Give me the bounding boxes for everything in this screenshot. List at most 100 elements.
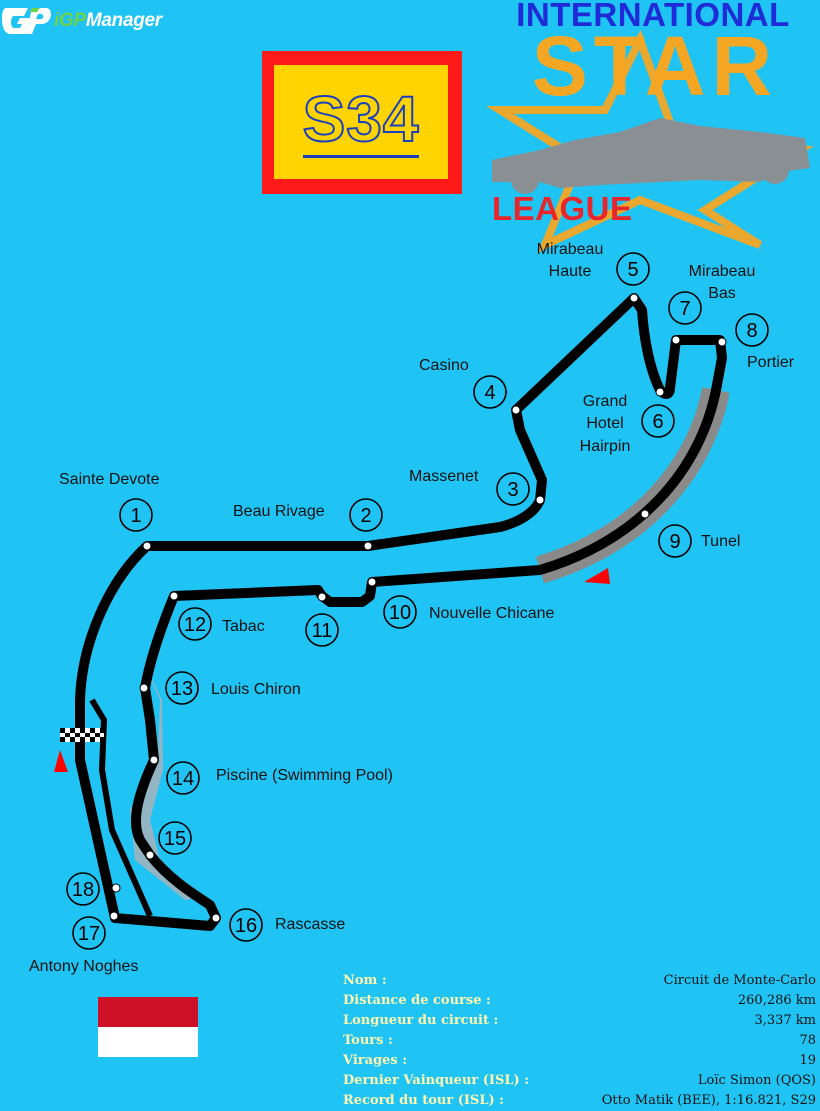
corner-circle [305,613,339,647]
league-title-bottom: LEAGUE [492,190,633,227]
corner-circle [668,291,702,325]
corner-number-15: 15 [158,821,192,855]
info-value: Otto Matik (BEE), 1:16.821, S29 [601,1092,816,1108]
info-key: Record du tour (ISL) : [343,1092,504,1108]
corner-label-4: Casino [419,357,469,374]
corner-number-text: 18 [72,879,94,901]
track-line [75,293,727,931]
info-key: Tours : [343,1032,393,1048]
corner-label-12: Tabac [222,618,265,635]
corner-number-8: 8 [735,313,769,347]
corner-number-5: 5 [616,252,650,286]
season-badge-inner: S34 [274,65,448,179]
logo-text-prefix: iGP [54,10,86,31]
corner-number-text: 4 [484,382,495,404]
gp-logo-icon [1,2,52,40]
info-value: 78 [799,1032,816,1048]
corner-circle [158,821,192,855]
corner-label-2: Beau Rivage [233,503,325,520]
info-row-lap-record: Record du tour (ISL) : Otto Matik (BEE),… [343,1090,816,1110]
info-row-turns: Virages : 19 [343,1050,816,1070]
corner-number-text: 1 [130,505,141,527]
corner-circle [229,908,263,942]
corner-label-6-line3: Hairpin [579,437,631,455]
corner-number-text: 13 [171,678,193,700]
corner-number-16: 16 [229,908,263,942]
corner-label-5-line2: Haute [548,263,592,281]
info-row-last-winner: Dernier Vainqueur (ISL) : Loïc Simon (QO… [343,1070,816,1090]
info-row-name: Nom : Circuit de Monte-Carlo [343,970,816,990]
corner-circle [178,607,212,641]
corner-number-4: 4 [473,375,507,409]
igp-manager-logo: iGPManager [1,2,162,40]
flag-white-stripe [98,1027,198,1057]
corner-label-8: Portier [747,354,795,371]
season-label: S34 [302,86,420,158]
corner-number-text: 16 [235,915,257,937]
corner-circle [735,313,769,347]
league-title-top: INTERNATIONAL [516,0,790,33]
corner-label-5: Mirabeau Haute [530,239,610,284]
info-row-laps: Tours : 78 [343,1030,816,1050]
corner-circle [349,498,383,532]
runoff-area [130,655,195,900]
corner-number-text: 17 [78,923,100,945]
circuit-info-table: Nom : Circuit de Monte-Carlo Distance de… [343,970,816,1110]
corner-label-7-line1: Mirabeau [688,263,756,280]
corner-number-12: 12 [178,607,212,641]
corner-number-text: 3 [507,479,518,501]
corner-number-11: 11 [305,613,339,647]
info-value: 19 [799,1052,816,1068]
corner-number-text: 14 [172,768,194,790]
corner-circle [165,671,199,705]
flag-red-stripe [98,997,198,1027]
info-value: Loïc Simon (QOS) [697,1072,816,1088]
pit-lane [89,698,153,918]
corner-number-1: 1 [119,498,153,532]
corner-label-9: Tunel [701,533,741,550]
corner-label-3: Massenet [409,468,479,485]
corner-label-10: Nouvelle Chicane [429,605,555,622]
corner-circle [658,524,692,558]
corner-label-7-line2: Bas [708,285,736,303]
logo-text-suffix: Manager [85,10,162,31]
corner-circle [616,252,650,286]
info-row-circuit-length: Longueur du circuit : 3,337 km [343,1010,816,1030]
corner-number-text: 9 [669,531,680,553]
info-value: 3,337 km [754,1012,816,1028]
corner-number-text: 6 [652,411,663,433]
corner-label-16: Rascasse [275,916,346,933]
corner-label-13: Louis Chiron [211,681,301,698]
corner-circle [383,595,417,629]
info-key: Longueur du circuit : [343,1012,499,1028]
corner-number-text: 12 [184,614,206,636]
league-title-middle: STAR [531,19,779,113]
monaco-flag [98,997,198,1057]
corner-number-text: 10 [389,602,411,624]
corner-number-17: 17 [72,916,106,950]
corner-number-text: 2 [360,505,371,527]
corner-circle [473,375,507,409]
corner-label-6: Grand Hotel Hairpin [570,391,640,458]
corner-points [109,293,727,923]
corner-circle [166,761,200,795]
corner-label-1: Sainte Devote [59,471,160,488]
start-finish-line [60,728,104,742]
corner-number-18: 18 [66,872,100,906]
corner-number-3: 3 [496,472,530,506]
corner-label-7: Mirabeau Bas [682,261,762,306]
corner-number-10: 10 [383,595,417,629]
info-key: Distance de course : [343,992,491,1008]
corner-number-text: 7 [679,298,690,320]
corner-number-2: 2 [349,498,383,532]
corner-number-14: 14 [166,761,200,795]
info-row-race-distance: Distance de course : 260,286 km [343,990,816,1010]
season-badge: S34 [262,51,462,194]
corner-label-6-line1: Grand [582,393,628,410]
corner-number-text: 8 [746,320,757,342]
car-silhouette [492,118,810,188]
corner-number-13: 13 [165,671,199,705]
corner-number-9: 9 [658,524,692,558]
